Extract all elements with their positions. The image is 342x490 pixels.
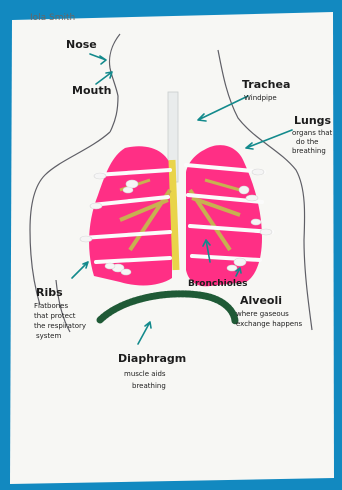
- label-diaphragm-sub-1: muscle aids: [124, 370, 166, 378]
- label-alveoli: Alveoli: [240, 294, 282, 307]
- label-lungs: Lungs: [294, 114, 332, 127]
- label-diaphragm-sub-2: breathing: [132, 382, 166, 390]
- label-trachea-sub: Windpipe: [244, 94, 277, 102]
- label-ribs-sub-2: that protect: [34, 312, 76, 320]
- label-diaphragm: Diaphragm: [118, 352, 186, 365]
- label-ribs: Ribs: [36, 286, 63, 299]
- label-trachea: Trachea: [242, 78, 290, 91]
- label-bronchioles: Bronchioles: [188, 279, 247, 289]
- label-mouth: Mouth: [72, 84, 111, 97]
- label-ribs-sub-3: the respiratory: [34, 322, 86, 330]
- label-ribs-sub-1: Flatbones: [34, 302, 68, 310]
- label-alveoli-sub-1: where gaseous: [236, 310, 289, 318]
- student-name: Iola Smith: [30, 13, 75, 23]
- label-lungs-sub-1: organs that: [292, 129, 333, 137]
- label-ribs-sub-4: system: [36, 332, 61, 340]
- label-alveoli-sub-2: exchange happens: [236, 320, 303, 328]
- label-lungs-sub-2: do the: [296, 138, 318, 146]
- label-lungs-sub-3: breathing: [292, 147, 326, 155]
- label-nose: Nose: [66, 38, 97, 51]
